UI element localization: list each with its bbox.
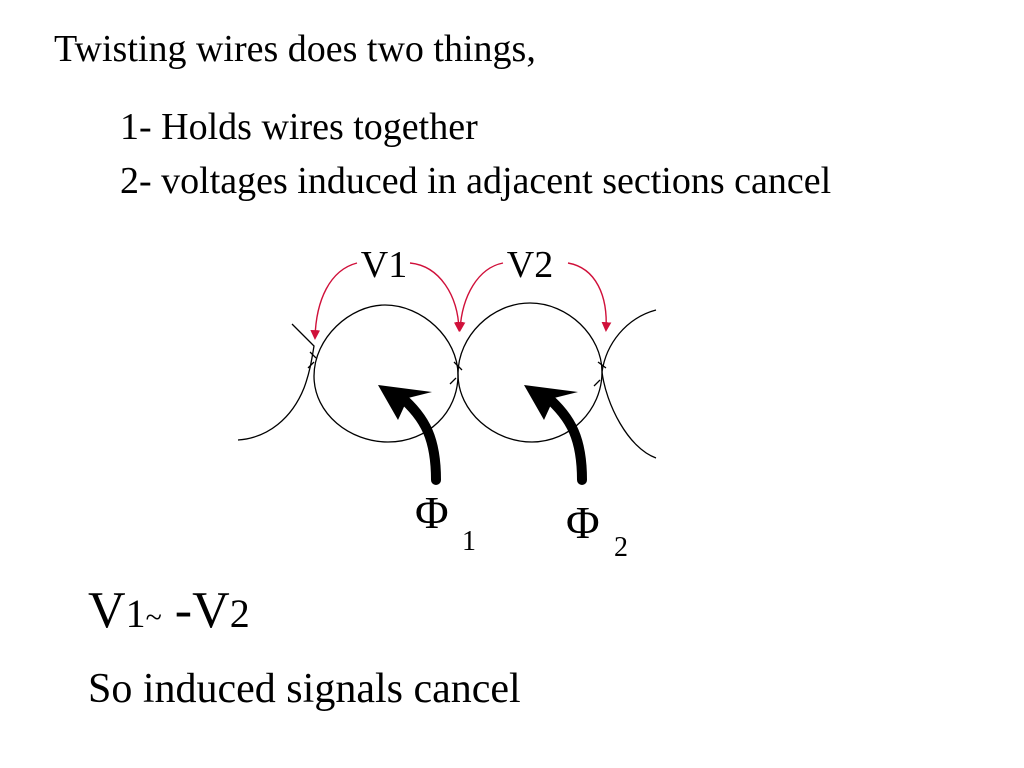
point-voltages-cancel: 2- voltages induced in adjacent sections… (120, 160, 832, 202)
phi-1-subscript: 1 (462, 526, 476, 557)
phi-1-symbol: Φ (415, 487, 449, 538)
eq-v1: V (88, 582, 126, 639)
phi-2-symbol: Φ (566, 497, 600, 548)
wire-loop-1 (313, 304, 459, 443)
eq-v2-sub: 2 (229, 591, 250, 636)
v2-right-arrow (567, 262, 612, 332)
cancellation-equation: V1~ -V2 (88, 585, 250, 637)
v2-left-arrow (455, 262, 504, 332)
eq-approx: ~ (145, 601, 162, 634)
v1-left-arrow (310, 262, 358, 340)
conclusion-text: So induced signals cancel (88, 666, 521, 712)
v1-label: V1 (361, 244, 407, 286)
wire-loop-2 (457, 302, 603, 443)
flux-arrow-2-shaft (541, 391, 587, 485)
eq-v1-sub: 1 (125, 591, 146, 636)
wire-loops (237, 302, 657, 459)
v2-label: V2 (507, 244, 553, 286)
point-hold-together: 1- Holds wires together (120, 106, 478, 148)
phi-2-subscript: 2 (614, 532, 628, 563)
wire-right-arc (601, 309, 657, 459)
flux-arrow-1-shaft (395, 391, 441, 485)
slide-title: Twisting wires does two things, (54, 28, 536, 70)
flux-arrow-2-head (524, 385, 578, 420)
v1-right-arrow (409, 262, 464, 332)
flux-arrow-1-head (378, 385, 432, 420)
eq-v2: V (192, 582, 230, 639)
wire-left-arc (237, 323, 315, 441)
wire-crossover-ticks (307, 351, 607, 387)
eq-minus: - (174, 582, 193, 639)
